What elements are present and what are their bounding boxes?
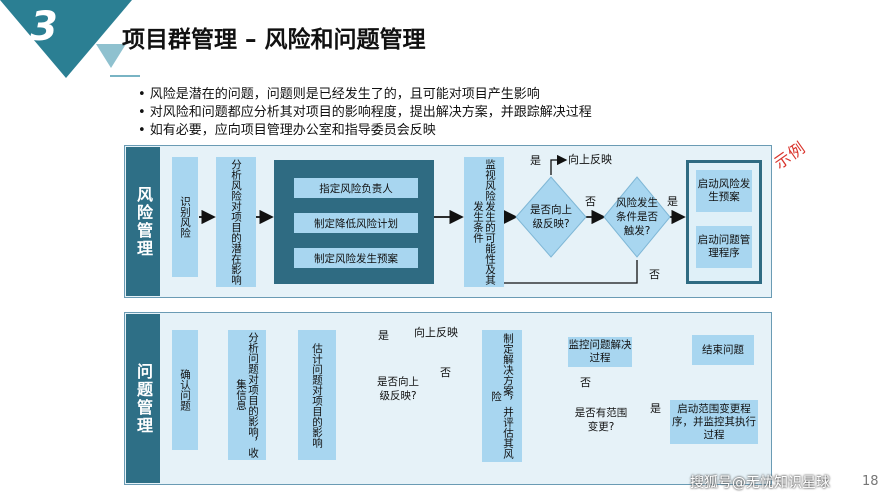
slide-number: 3 — [30, 4, 58, 50]
analyze-risk-box: 分析风险对项目的潜在影响 — [216, 157, 256, 287]
monitor-issue-box: 监控问题解决过程 — [568, 337, 632, 367]
issue-escalate-decision: 是否向上级反映? — [377, 376, 419, 402]
scope-change-box: 启动范围变更程序，并监控其执行过程 — [670, 400, 758, 444]
no-label: 否 — [585, 195, 596, 208]
bullet-list: • 风险是潜在的问题，问题则是已经发生了的，且可能对项目产生影响 • 对风险和问… — [138, 86, 592, 140]
confirm-issue-box: 确认问题 — [172, 330, 198, 450]
close-issue-box: 结束问题 — [692, 335, 754, 365]
solution-plan-box: 制定解决方案，并评估其风险 — [482, 330, 522, 462]
start-issue-mgmt-box: 启动问题管理程序 — [696, 226, 752, 268]
bullet-item: • 风险是潜在的问题，问题则是已经发生了的，且可能对项目产生影响 — [138, 87, 540, 102]
risk-escalate-decision: 是否向上级反映? — [530, 204, 572, 230]
report-up-label: 向上反映 — [568, 153, 612, 166]
report-up-label: 向上反映 — [414, 326, 458, 339]
scope-change-decision: 是否有范围变更? — [574, 407, 628, 433]
analyze-issue-box: 分析问题对项目的影响，收集信息 — [228, 330, 266, 460]
estimate-impact-box: 估计问题对项目的影响 — [298, 330, 336, 460]
bullet-item: • 如有必要，应向项目管理办公室和指导委员会反映 — [138, 123, 436, 138]
yes-label: 是 — [667, 195, 678, 208]
mitigation-plan-box: 制定降低风险计划 — [294, 213, 418, 233]
no-label: 否 — [440, 366, 451, 379]
page-title: 项目群管理 – 风险和问题管理 — [122, 27, 426, 53]
bullet-item: • 对风险和问题都应分析其对项目的影响程度，提出解决方案，并跟踪解决过程 — [138, 105, 592, 120]
assign-owner-box: 指定风险负责人 — [294, 178, 418, 198]
example-stamp: 示例 — [770, 137, 810, 173]
yes-label: 是 — [650, 402, 661, 415]
header-triangle-decoration — [0, 0, 140, 78]
yes-label: 是 — [530, 154, 541, 167]
risk-trigger-decision: 风险发生条件是否触发? — [616, 197, 658, 237]
risk-section-label: 风险管理 — [126, 147, 160, 296]
contingency-plan-box: 制定风险发生预案 — [294, 248, 418, 268]
issue-section-label: 问题管理 — [126, 314, 160, 483]
no-label: 否 — [649, 268, 660, 281]
monitor-risk-box: 监视风险发生的可能性及其发生条件 — [464, 157, 504, 287]
start-contingency-box: 启动风险发生预案 — [696, 170, 752, 212]
identify-risk-box: 识别风险 — [172, 157, 198, 277]
no-label: 否 — [580, 376, 591, 389]
watermark: 搜狐号@无忧知识星球 — [690, 475, 830, 491]
page-number: 18 — [862, 474, 879, 489]
yes-label: 是 — [378, 329, 389, 342]
